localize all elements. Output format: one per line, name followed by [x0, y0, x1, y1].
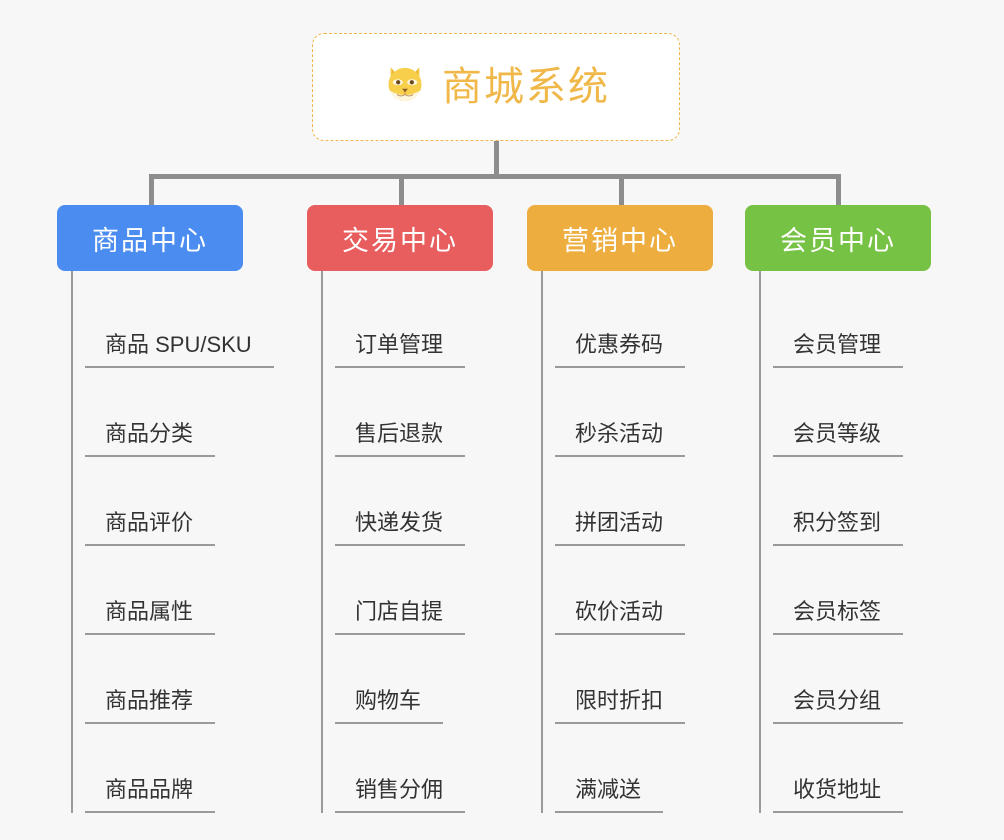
leaf-item[interactable]: 会员等级 — [759, 368, 945, 457]
leaf-item[interactable]: 拼团活动 — [541, 457, 727, 546]
leaf-item[interactable]: 会员管理 — [759, 279, 945, 368]
leaf-item[interactable]: 积分签到 — [759, 457, 945, 546]
category-column-交易中心: 交易中心 订单管理 售后退款 快递发货 门店自提 购物车 销售分佣 — [307, 205, 507, 813]
leaf-item-label: 商品评价 — [85, 510, 216, 546]
leaf-trunk-line — [71, 271, 73, 813]
leaf-item-label: 商品 SPU/SKU — [85, 332, 274, 368]
leaf-item-label: 会员标签 — [773, 599, 904, 635]
leaf-item[interactable]: 商品分类 — [71, 368, 257, 457]
leaf-item[interactable]: 订单管理 — [321, 279, 507, 368]
leaf-item-label: 会员等级 — [773, 421, 904, 457]
leaf-item[interactable]: 收货地址 — [759, 724, 945, 813]
category-label: 交易中心 — [342, 225, 458, 256]
leaf-item[interactable]: 商品评价 — [71, 457, 257, 546]
leaf-item[interactable]: 商品品牌 — [71, 724, 257, 813]
leaf-item-label: 拼团活动 — [555, 510, 686, 546]
leaf-item[interactable]: 满减送 — [541, 724, 727, 813]
leaf-item[interactable]: 快递发货 — [321, 457, 507, 546]
root-node-商城系统[interactable]: 商城系统 — [312, 33, 680, 141]
leaf-item[interactable]: 商品属性 — [71, 546, 257, 635]
category-label: 会员中心 — [780, 225, 896, 256]
category-column-营销中心: 营销中心 优惠券码 秒杀活动 拼团活动 砍价活动 限时折扣 满减送 — [527, 205, 727, 813]
leaf-item[interactable]: 优惠券码 — [541, 279, 727, 368]
leaf-item-label: 商品推荐 — [85, 688, 216, 724]
leaf-item-label: 会员管理 — [773, 332, 904, 368]
leaf-item-label: 砍价活动 — [555, 599, 686, 635]
leaf-item-label: 商品属性 — [85, 599, 216, 635]
leaf-item-label: 销售分佣 — [335, 777, 466, 813]
category-column-会员中心: 会员中心 会员管理 会员等级 积分签到 会员标签 会员分组 收货地址 — [745, 205, 945, 813]
leaf-item[interactable]: 会员标签 — [759, 546, 945, 635]
leaf-item-label: 优惠券码 — [555, 332, 686, 368]
leaf-item-label: 商品分类 — [85, 421, 216, 457]
leaf-item-label: 满减送 — [555, 777, 664, 813]
connector-drop-2 — [399, 174, 404, 210]
category-label: 营销中心 — [562, 225, 678, 256]
leaf-item-label: 积分签到 — [773, 510, 904, 546]
leaf-item-label: 秒杀活动 — [555, 421, 686, 457]
leaf-item-label: 门店自提 — [335, 599, 466, 635]
leaf-item[interactable]: 商品推荐 — [71, 635, 257, 724]
leaf-item-label: 订单管理 — [335, 332, 466, 368]
leaf-item-label: 商品品牌 — [85, 777, 216, 813]
leaf-item[interactable]: 秒杀活动 — [541, 368, 727, 457]
leaf-list-营销中心: 优惠券码 秒杀活动 拼团活动 砍价活动 限时折扣 满减送 — [541, 271, 727, 813]
leaf-item-label: 购物车 — [335, 688, 444, 724]
connector-horizontal-bus — [149, 174, 841, 179]
connector-drop-3 — [619, 174, 624, 210]
root-title: 商城系统 — [442, 65, 610, 109]
category-header-商品中心[interactable]: 商品中心 — [57, 205, 243, 271]
leaf-item[interactable]: 限时折扣 — [541, 635, 727, 724]
connector-drop-1 — [149, 174, 154, 210]
leaf-item-label: 快递发货 — [335, 510, 466, 546]
leaf-item-label: 限时折扣 — [555, 688, 686, 724]
leaf-item[interactable]: 购物车 — [321, 635, 507, 724]
connector-drop-4 — [836, 174, 841, 210]
leaf-item[interactable]: 砍价活动 — [541, 546, 727, 635]
leaf-item[interactable]: 销售分佣 — [321, 724, 507, 813]
leaf-item-label: 会员分组 — [773, 688, 904, 724]
leaf-list-会员中心: 会员管理 会员等级 积分签到 会员标签 会员分组 收货地址 — [759, 271, 945, 813]
leaf-trunk-line — [321, 271, 323, 813]
leaf-item[interactable]: 售后退款 — [321, 368, 507, 457]
leaf-list-商品中心: 商品 SPU/SKU 商品分类 商品评价 商品属性 商品推荐 商品品牌 — [71, 271, 274, 813]
shiba-dog-face-icon — [382, 60, 428, 114]
connector-root-stem — [494, 141, 499, 178]
leaf-item[interactable]: 商品 SPU/SKU — [71, 279, 274, 368]
leaf-trunk-line — [541, 271, 543, 813]
category-label: 商品中心 — [92, 225, 208, 256]
leaf-item[interactable]: 会员分组 — [759, 635, 945, 724]
leaf-item[interactable]: 门店自提 — [321, 546, 507, 635]
category-header-会员中心[interactable]: 会员中心 — [745, 205, 931, 271]
category-header-交易中心[interactable]: 交易中心 — [307, 205, 493, 271]
category-column-商品中心: 商品中心 商品 SPU/SKU 商品分类 商品评价 商品属性 商品推荐 商品品牌 — [57, 205, 274, 813]
category-header-营销中心[interactable]: 营销中心 — [527, 205, 713, 271]
leaf-item-label: 售后退款 — [335, 421, 466, 457]
leaf-trunk-line — [759, 271, 761, 813]
leaf-item-label: 收货地址 — [773, 777, 904, 813]
leaf-list-交易中心: 订单管理 售后退款 快递发货 门店自提 购物车 销售分佣 — [321, 271, 507, 813]
